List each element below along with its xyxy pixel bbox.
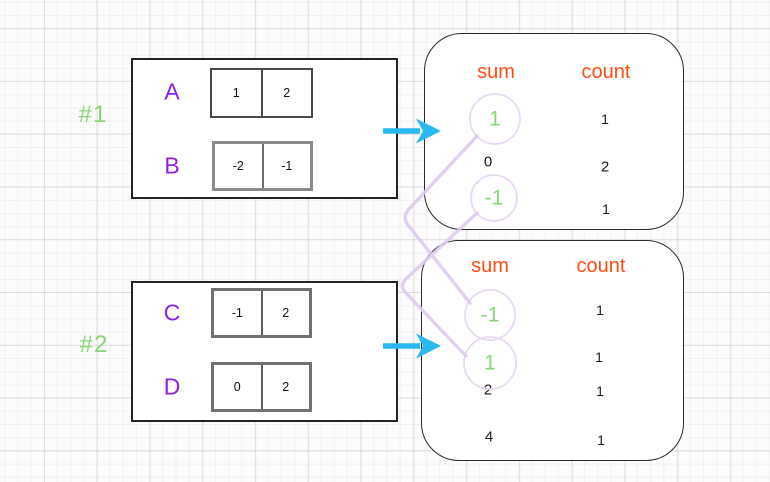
example2-count-header: count (576, 255, 626, 277)
example2-count-value: 1 (595, 349, 603, 365)
example1-count-value: 1 (601, 111, 609, 127)
array-c-name: C (163, 299, 181, 326)
example1-sum-table (424, 33, 684, 230)
example2-count-value: 1 (597, 432, 605, 448)
array-cell: -2 (215, 144, 262, 188)
example2-sum-header: sum (471, 255, 509, 277)
example1-label: #1 (78, 101, 108, 128)
array-d-cell-0: 0 (233, 380, 241, 394)
example2-count-value: 1 (596, 302, 604, 318)
array-a-cell-0: 1 (232, 86, 240, 100)
array-a-name: A (164, 78, 180, 105)
example1-sum-value-highlighted: -1 (484, 186, 504, 210)
array-c-cell-0: -1 (231, 306, 243, 320)
example2-count-value: 1 (596, 383, 604, 399)
array-cell: 2 (260, 70, 312, 116)
example1-sum-value-highlighted: 1 (489, 107, 501, 131)
array-cell: 2 (260, 365, 310, 409)
array-c-cells: -1 2 (211, 288, 312, 338)
example2-sum-value-highlighted: -1 (480, 303, 500, 327)
array-d-cell-1: 2 (282, 380, 290, 394)
array-b-cell-0: -2 (232, 159, 244, 173)
array-cell: -1 (261, 144, 311, 188)
array-cell: -1 (214, 291, 261, 335)
array-b-name: B (164, 152, 180, 179)
array-c-cell-1: 2 (282, 306, 290, 320)
array-a-cell-1: 2 (283, 86, 291, 100)
example1-sum-header: sum (477, 61, 515, 83)
array-b-cell-1: -1 (281, 159, 293, 173)
example1-count-value: 1 (602, 201, 610, 217)
example2-label: #2 (79, 331, 109, 358)
example2-sum-value: 2 (483, 381, 493, 399)
array-d-name: D (163, 373, 181, 400)
array-a-cells: 1 2 (210, 68, 313, 118)
array-cell: 1 (212, 70, 261, 116)
example2-sum-table (421, 240, 684, 461)
array-cell: 2 (260, 291, 310, 335)
array-d-cells: 0 2 (211, 362, 312, 412)
example2-sum-value-highlighted: 1 (484, 351, 496, 375)
example1-sum-value: 0 (483, 153, 493, 171)
example1-count-header: count (581, 61, 631, 83)
example1-count-value: 2 (600, 158, 610, 176)
example2-sum-value: 4 (484, 428, 494, 446)
array-b-cells: -2 -1 (212, 141, 313, 191)
array-cell: 0 (214, 365, 261, 409)
